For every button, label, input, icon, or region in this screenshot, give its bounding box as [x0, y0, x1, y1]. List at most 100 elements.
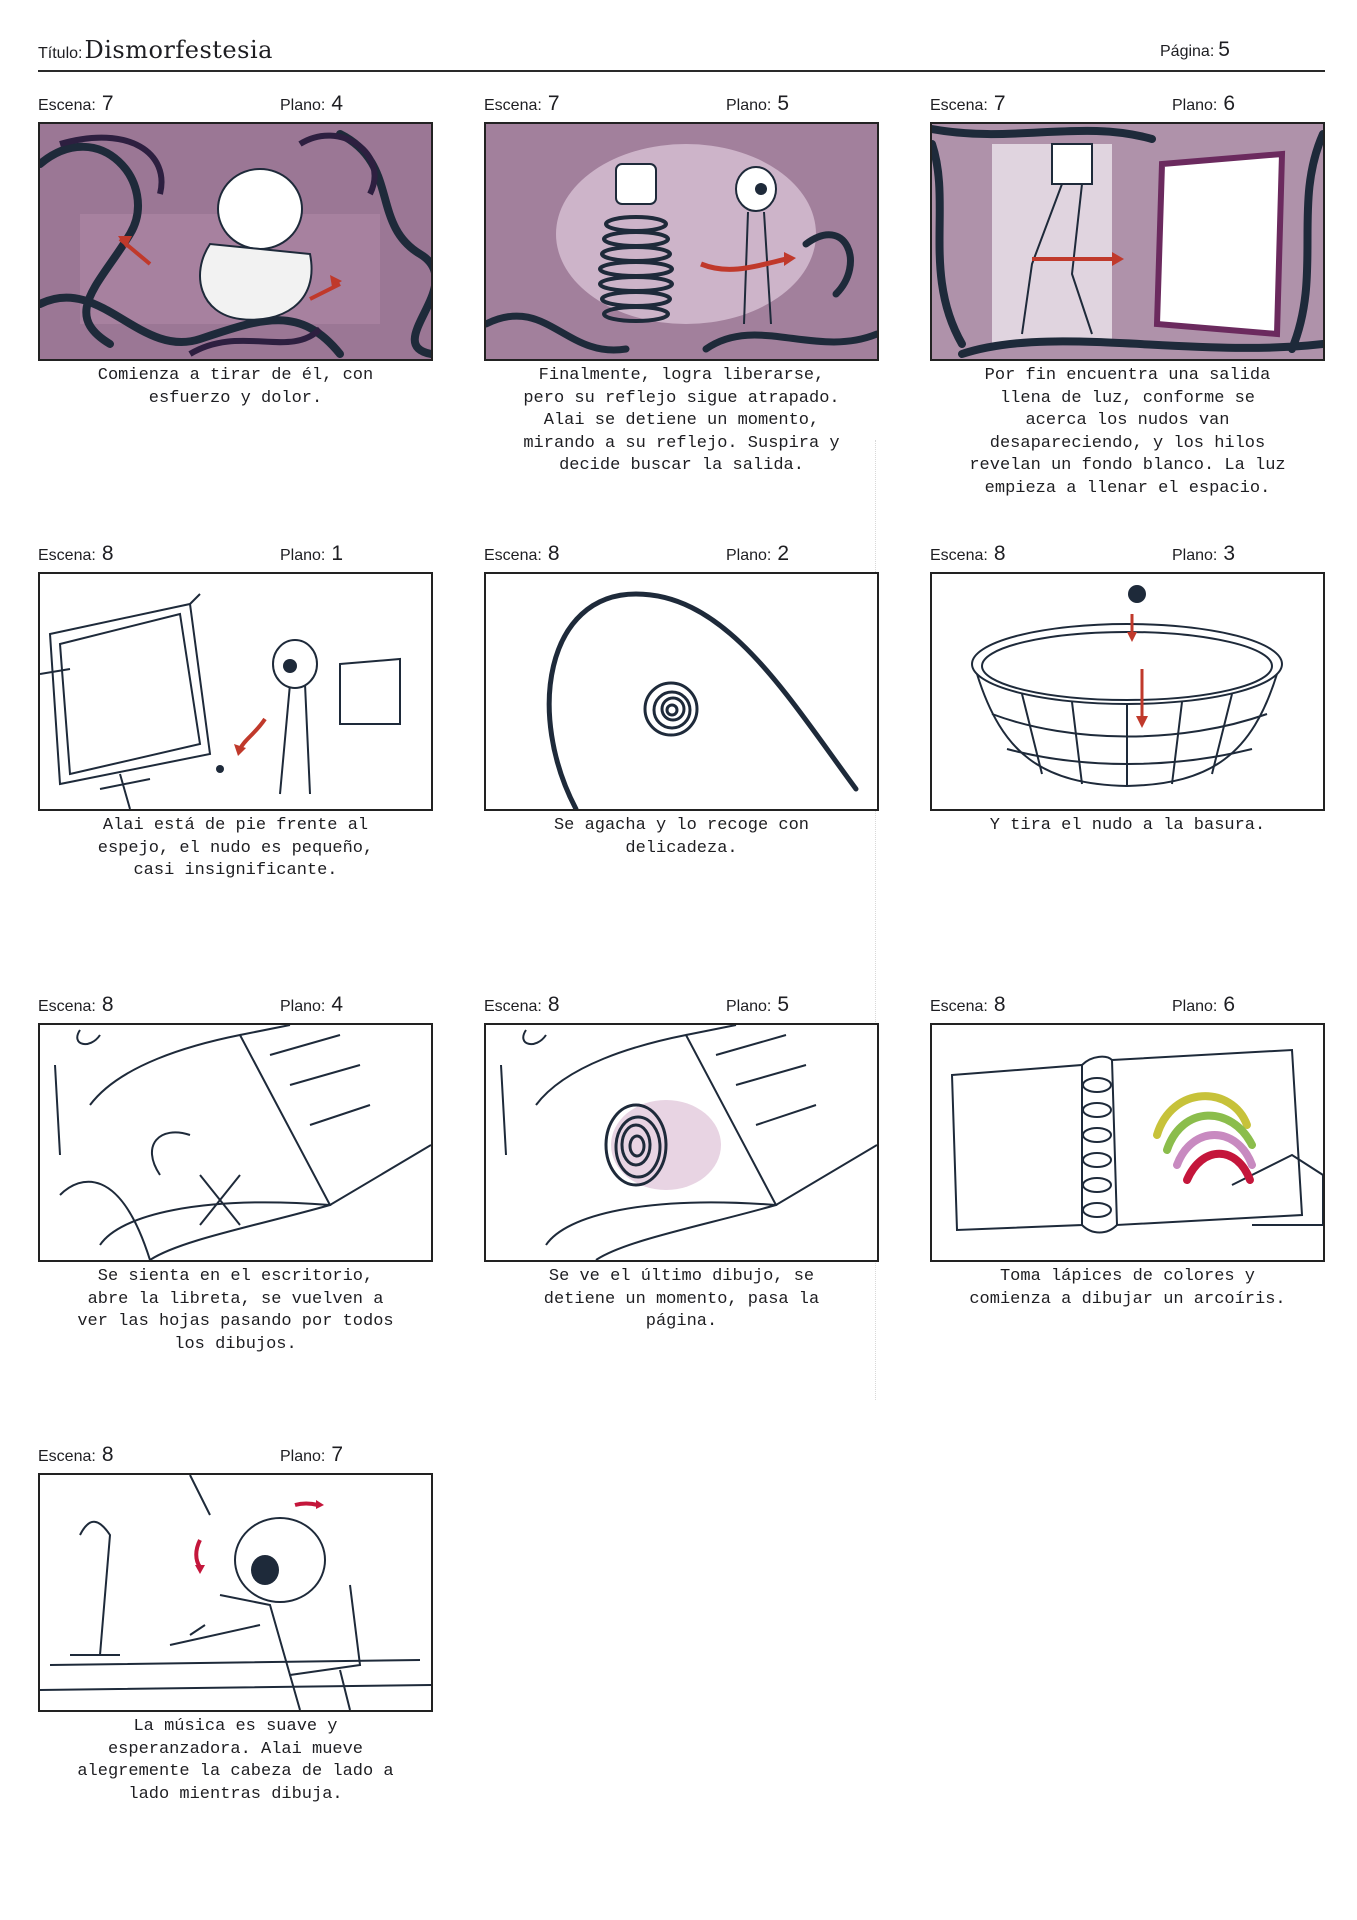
- scene-label: Escena:: [484, 547, 542, 564]
- panel-caption: Comienza a tirar de él, con esfuerzo y d…: [97, 366, 374, 408]
- panel-caption: La música es suave y esperanzadora. Alai…: [77, 1717, 394, 1804]
- shot-label: Plano:: [280, 1448, 326, 1465]
- panel-sketch-frame: [38, 572, 433, 811]
- panel-caption: Toma lápices de colores y comienza a dib…: [969, 1267, 1286, 1309]
- storyboard-panel: Escena:8 Plano:3 Y tira el nudo a la bas…: [930, 542, 1325, 838]
- storyboard-panel: Escena:8 Plano: 4 Se sienta en el escrito…: [38, 993, 433, 1356]
- panel-caption: Se ve el último dibujo, se detiene un mo…: [543, 1267, 820, 1331]
- shot-field: Plano:5: [726, 993, 789, 1017]
- panel-sketch-frame: [484, 122, 879, 361]
- shot-field: Plano: 4: [280, 993, 343, 1017]
- shot-field: Plano:3: [1172, 542, 1235, 566]
- panel-meta: Escena: 7 Plano: 5: [484, 92, 879, 122]
- shot-label: Plano:: [726, 97, 772, 114]
- scene-label: Escena:: [38, 998, 96, 1015]
- shot-label: Plano:: [280, 97, 326, 114]
- scene-number: 8: [101, 1443, 114, 1466]
- sketch-standing-at-mirror: [40, 593, 401, 809]
- sketch-door-of-light: [932, 124, 1323, 359]
- shot-number: 1: [331, 542, 344, 565]
- scene-number: 8: [547, 542, 560, 565]
- scene-number: 7: [547, 92, 560, 115]
- shot-number: 5: [777, 993, 790, 1016]
- panel-meta: Escena: 8 Plano:5: [484, 993, 879, 1023]
- shot-label: Plano:: [1172, 998, 1218, 1015]
- shot-label: Plano:: [1172, 97, 1218, 114]
- storyboard-panel: Escena: 8 Plano:7 La música es suave y es…: [38, 1443, 433, 1806]
- panel-caption: Se agacha y lo recoge con delicadeza.: [553, 816, 810, 858]
- shot-number: 6: [1223, 92, 1236, 115]
- panel-meta: Escena:8 Plano: 6: [930, 993, 1325, 1023]
- scene-number: 7: [101, 92, 114, 115]
- scene-field: Escena:8: [930, 993, 1006, 1017]
- title-field: Título:Dismorfestesia: [38, 36, 273, 64]
- shot-label: Plano:: [1172, 547, 1218, 564]
- scene-field: Escena: 8: [484, 542, 560, 566]
- shot-field: Plano:7: [280, 1443, 343, 1467]
- panel-sketch-frame: [484, 572, 879, 811]
- scene-number: 8: [547, 993, 560, 1016]
- shot-number: 4: [331, 92, 344, 115]
- scene-field: Escena: 7: [484, 92, 560, 116]
- storyboard-panel: Escena:8 Plano:1 Alai está de pie frente…: [38, 542, 433, 883]
- scene-label: Escena:: [930, 998, 988, 1015]
- scene-label: Escena:: [484, 97, 542, 114]
- shot-label: Plano:: [726, 547, 772, 564]
- sketch-trash-bin: [971, 585, 1283, 788]
- shot-number: 6: [1223, 993, 1236, 1016]
- panel-meta: Escena:7 Plano: 4: [38, 92, 433, 122]
- storyboard-panel: Escena: 7 Plano: 6 Por fin encuentra una s…: [930, 92, 1325, 500]
- sketch-tangled-knot-pull: [40, 124, 431, 359]
- panel-meta: Escena:8 Plano:3: [930, 542, 1325, 572]
- title-label: Título:: [38, 45, 83, 62]
- shot-number: 5: [777, 92, 790, 115]
- panel-caption: Se sienta en el escritorio, abre la libr…: [77, 1267, 394, 1354]
- panel-meta: Escena: 8 Plano: 2: [484, 542, 879, 572]
- panel-caption: Y tira el nudo a la basura.: [989, 816, 1266, 835]
- scene-field: Escena: 8: [38, 1443, 114, 1467]
- panel-caption: Por fin encuentra una salida llena de lu…: [969, 366, 1286, 498]
- page-label: Página:: [1160, 43, 1215, 60]
- panel-sketch-frame: [930, 572, 1325, 811]
- sketch-notebook-pages: [54, 1025, 431, 1260]
- shot-field: Plano: 6: [1172, 993, 1235, 1017]
- panel-sketch-frame: [38, 122, 433, 361]
- scene-label: Escena:: [484, 998, 542, 1015]
- sketch-last-drawing: [500, 1025, 877, 1260]
- sketch-drawing-rainbow: [950, 1048, 1323, 1234]
- shot-field: Plano: 2: [726, 542, 789, 566]
- scene-field: Escena:8: [38, 993, 114, 1017]
- shot-label: Plano:: [280, 547, 326, 564]
- shot-label: Plano:: [280, 998, 326, 1015]
- shot-number: 2: [777, 542, 790, 565]
- panel-meta: Escena: 7 Plano: 6: [930, 92, 1325, 122]
- storyboard-panel: Escena: 7 Plano: 5 Finalmente, logra liber…: [484, 92, 879, 478]
- shot-field: Plano: 5: [726, 92, 789, 116]
- scene-label: Escena:: [38, 1448, 96, 1465]
- scene-field: Escena: 8: [484, 993, 560, 1017]
- shot-number: 4: [331, 993, 344, 1016]
- scene-field: Escena:7: [38, 92, 114, 116]
- panel-caption: Alai está de pie frente al espejo, el nu…: [97, 816, 374, 880]
- shot-field: Plano: 4: [280, 92, 343, 116]
- shot-field: Plano: 6: [1172, 92, 1235, 116]
- scene-field: Escena: 7: [930, 92, 1006, 116]
- sketch-hand-holding-knot: [546, 591, 859, 809]
- storyboard-panel: Escena: 8 Plano:5 Se ve el último dibujo,…: [484, 993, 879, 1334]
- scene-number: 7: [993, 92, 1006, 115]
- storyboard-panel: Escena:7 Plano: 4 Comienza a tirar de él,…: [38, 92, 433, 410]
- panel-caption: Finalmente, logra liberarse, pero su ref…: [523, 366, 840, 475]
- storyboard-panel: Escena: 8 Plano: 2 Se agacha y lo recoge c…: [484, 542, 879, 860]
- panel-sketch-frame: [930, 122, 1325, 361]
- page-field: Página:5: [1160, 38, 1230, 62]
- panel-sketch-frame: [930, 1023, 1325, 1262]
- storyboard-panel: Escena:8 Plano: 6 Toma lápices de colores…: [930, 993, 1325, 1311]
- panel-meta: Escena: 8 Plano:7: [38, 1443, 433, 1473]
- panel-sketch-frame: [484, 1023, 879, 1262]
- scene-label: Escena:: [930, 97, 988, 114]
- scene-label: Escena:: [38, 547, 96, 564]
- sketch-reflection-trapped: [486, 124, 877, 359]
- page-number: 5: [1218, 38, 1230, 61]
- panel-meta: Escena:8 Plano:1: [38, 542, 433, 572]
- panel-sketch-frame: [38, 1023, 433, 1262]
